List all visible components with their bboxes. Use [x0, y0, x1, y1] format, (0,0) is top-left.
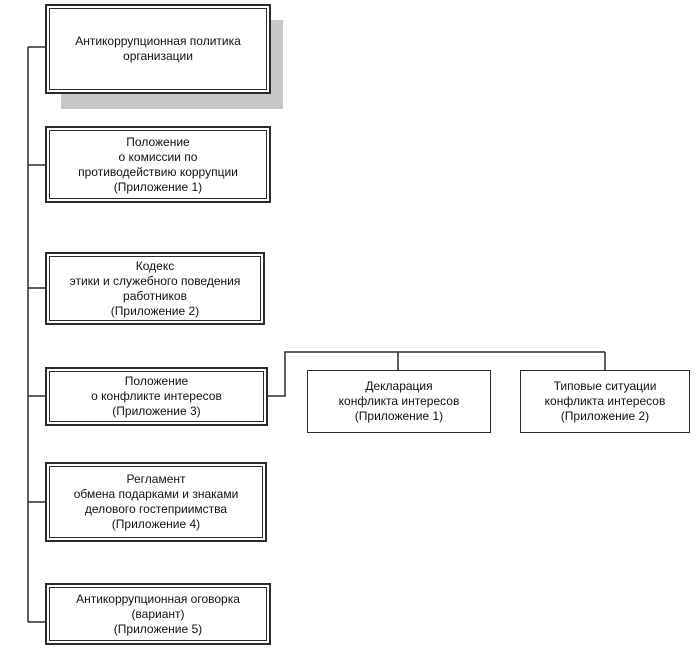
conflict-box: Положение о конфликте интересов (Приложе…	[45, 367, 268, 426]
conflict-bus	[268, 351, 605, 397]
commission-box-text: Положение о комиссии по противодействию …	[78, 134, 238, 194]
declaration-box-text: Декларация конфликта интересов (Приложен…	[338, 379, 460, 423]
root-box-text: Антикоррупционная политика организации	[75, 34, 241, 63]
declaration-box: Декларация конфликта интересов (Приложен…	[307, 370, 491, 433]
clause-box: Антикоррупционная оговорка (вариант) (Пр…	[45, 583, 271, 645]
commission-box: Положение о комиссии по противодействию …	[45, 126, 271, 203]
gifts-box: Регламент обмена подарками и знаками дел…	[45, 462, 267, 542]
ethics-box-text: Кодекс этики и служебного поведения рабо…	[69, 258, 241, 318]
situations-box: Типовые ситуации конфликта интересов (Пр…	[520, 370, 690, 433]
ethics-box: Кодекс этики и служебного поведения рабо…	[45, 252, 265, 325]
situations-box-text: Типовые ситуации конфликта интересов (Пр…	[544, 379, 666, 423]
clause-box-text: Антикоррупционная оговорка (вариант) (Пр…	[76, 591, 240, 636]
gifts-box-text: Регламент обмена подарками и знаками дел…	[73, 472, 239, 531]
conflict-box-text: Положение о конфликте интересов (Приложе…	[91, 374, 222, 418]
root-box: Антикоррупционная политика организации	[45, 4, 271, 94]
